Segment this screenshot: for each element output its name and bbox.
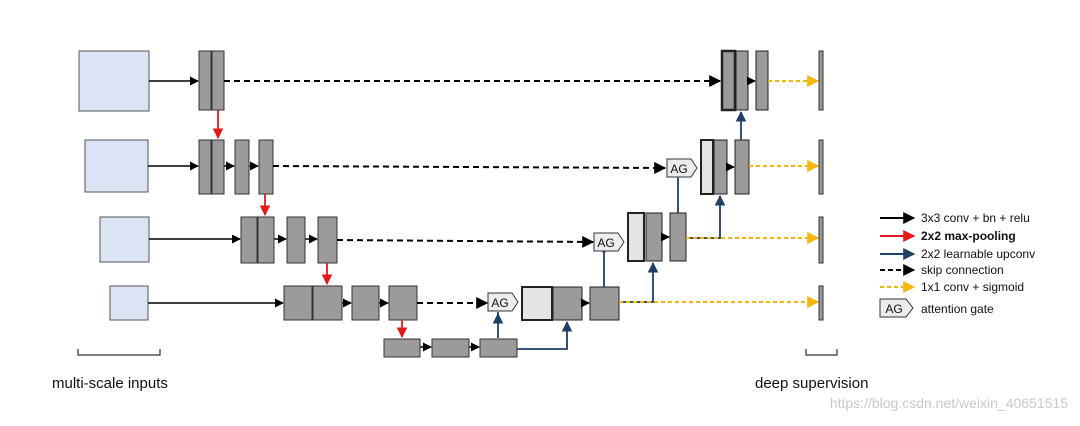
input-images bbox=[78, 50, 150, 321]
attention-gate: AG bbox=[666, 158, 698, 178]
feature-map bbox=[552, 286, 583, 321]
attention-gate: AG bbox=[593, 232, 625, 252]
feature-map bbox=[257, 216, 275, 264]
feature-map bbox=[479, 338, 518, 358]
feature-map bbox=[735, 50, 749, 111]
legend-item-conv: 3x3 conv + bn + relu bbox=[880, 211, 1030, 225]
feature-map bbox=[211, 139, 225, 195]
input-image-level-4 bbox=[109, 285, 149, 321]
conv-arrows bbox=[148, 76, 480, 352]
feature-map bbox=[755, 50, 769, 111]
output-map bbox=[818, 50, 824, 111]
legend-label: 2x2 learnable upconv bbox=[921, 247, 1035, 261]
feature-map bbox=[211, 50, 225, 111]
bracket-inputs bbox=[77, 349, 161, 356]
legend-label: 2x2 max-pooling bbox=[921, 229, 1016, 243]
legend-item-sigmoid: 1x1 conv + sigmoid bbox=[880, 280, 1024, 294]
attention-gate-label: AG bbox=[597, 236, 614, 250]
input-image-level-2 bbox=[84, 139, 149, 193]
legend-label: 1x1 conv + sigmoid bbox=[921, 280, 1024, 294]
attention-gates: AG AG AG bbox=[487, 158, 698, 312]
feature-map bbox=[431, 338, 470, 358]
feature-map bbox=[388, 285, 418, 321]
legend-item-attention-gate: AG attention gate bbox=[879, 298, 994, 318]
feature-map bbox=[198, 139, 212, 195]
watermark: https://blog.csdn.net/weixin_40651515 bbox=[830, 395, 1068, 411]
legend-label: attention gate bbox=[921, 302, 994, 316]
feature-map bbox=[351, 285, 380, 321]
upsampled-feature-map bbox=[521, 286, 553, 321]
output-map bbox=[818, 139, 824, 195]
legend-label: 3x3 conv + bn + relu bbox=[921, 211, 1030, 225]
decoder-conv-arrows bbox=[580, 76, 756, 308]
feature-map bbox=[258, 139, 274, 195]
output-map bbox=[818, 216, 824, 264]
upconv-arrows bbox=[492, 110, 747, 350]
bracket-supervision bbox=[805, 349, 838, 356]
input-image-level-3 bbox=[99, 216, 150, 263]
feature-map bbox=[669, 212, 687, 262]
output-map bbox=[818, 285, 824, 321]
caption-multi-scale-inputs: multi-scale inputs bbox=[52, 375, 168, 392]
pooling-arrows bbox=[212, 110, 408, 339]
skip-connections bbox=[224, 75, 722, 309]
input-image-level-1 bbox=[78, 50, 150, 112]
feature-map bbox=[286, 216, 306, 264]
feature-map bbox=[312, 285, 343, 321]
legend-item-upconv: 2x2 learnable upconv bbox=[880, 247, 1035, 261]
encoder-feature-maps bbox=[198, 50, 518, 358]
legend-label: skip connection bbox=[921, 263, 1004, 277]
legend-item-pool: 2x2 max-pooling bbox=[880, 229, 1016, 243]
feature-map bbox=[240, 216, 258, 264]
upsampled-feature-map bbox=[627, 212, 645, 262]
feature-map bbox=[283, 285, 313, 321]
legend-item-skip: skip connection bbox=[880, 263, 1004, 277]
attention-gate: AG bbox=[487, 292, 519, 312]
attention-gate-label: AG bbox=[491, 296, 508, 310]
feature-map bbox=[198, 50, 212, 111]
feature-map bbox=[234, 139, 250, 195]
legend-ag-label: AG bbox=[885, 302, 902, 316]
feature-map bbox=[734, 139, 750, 195]
legend: 3x3 conv + bn + relu 2x2 max-pooling 2x2… bbox=[879, 211, 1035, 318]
upsampled-feature-map bbox=[700, 139, 714, 195]
output-maps bbox=[818, 50, 824, 321]
feature-map bbox=[713, 139, 728, 195]
feature-map bbox=[589, 286, 620, 321]
upsampled-feature-map bbox=[720, 49, 737, 112]
feature-map bbox=[645, 212, 663, 262]
decoder-feature-maps bbox=[521, 49, 769, 321]
attention-gate-label: AG bbox=[670, 162, 687, 176]
caption-deep-supervision: deep supervision bbox=[755, 375, 868, 392]
output-arrows bbox=[619, 75, 820, 308]
feature-map bbox=[383, 338, 421, 358]
feature-map bbox=[317, 216, 338, 264]
